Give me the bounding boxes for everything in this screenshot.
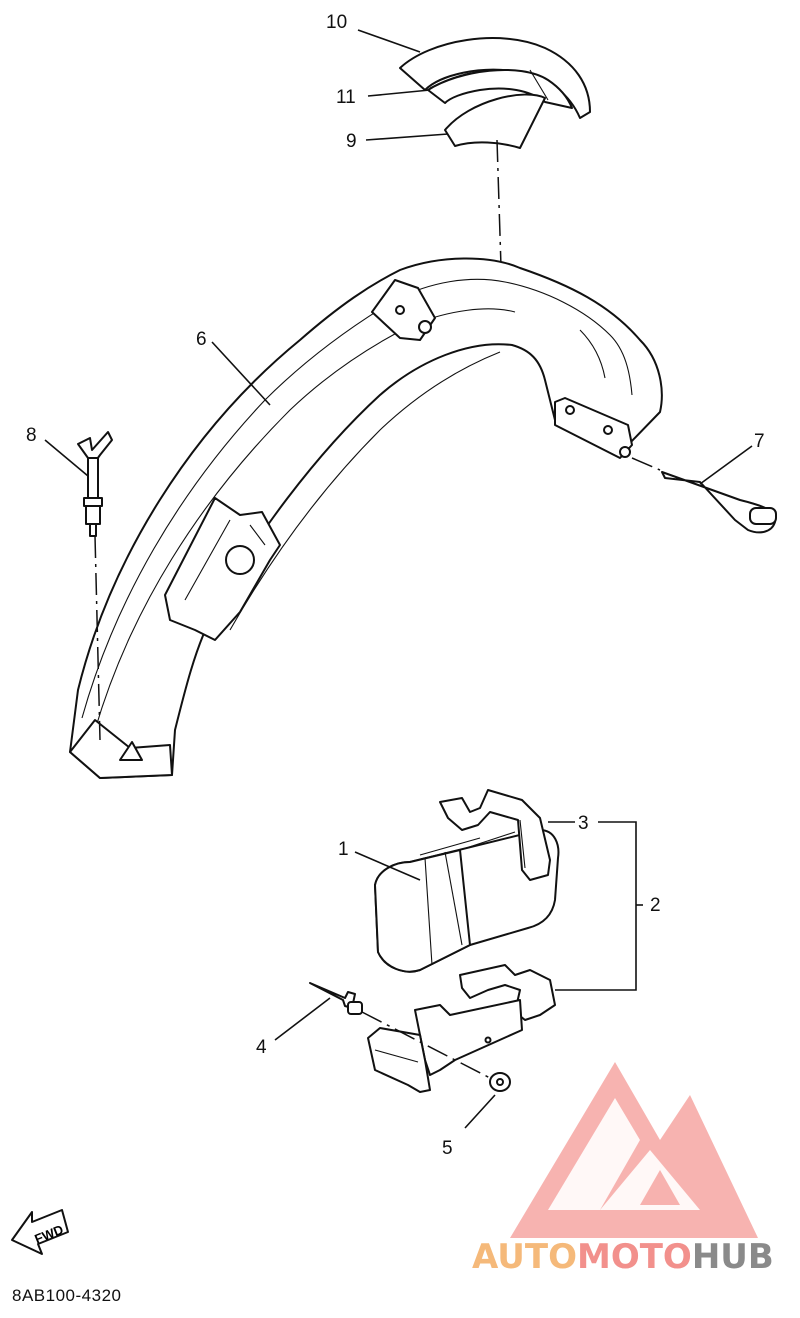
- part-7-rod: [661, 471, 777, 534]
- part-6-rear-fender: [69, 257, 663, 779]
- callout-10: 10: [326, 12, 347, 33]
- callout-1: 1: [338, 839, 349, 860]
- callout-8: 8: [26, 425, 37, 446]
- callout-9: 9: [346, 131, 357, 152]
- callout-2: 2: [650, 895, 661, 916]
- part-3-band: [439, 789, 551, 881]
- callout-11: 11: [336, 87, 356, 108]
- watermark-text: AUTOMOTOHUB: [472, 1237, 774, 1277]
- part-8-bolt: [77, 431, 113, 537]
- part-2-battery-box: [367, 964, 556, 1093]
- part-5-nut: [489, 1072, 511, 1092]
- part-4-screw: [309, 982, 363, 1015]
- callout-7: 7: [754, 431, 765, 452]
- part-11-pad: [427, 69, 573, 109]
- part-1-battery: [374, 829, 560, 973]
- part-9-pad: [444, 93, 546, 149]
- fwd-arrow-icon: FWD: [11, 1209, 69, 1255]
- callout-3: 3: [578, 813, 589, 834]
- callout-6: 6: [196, 329, 207, 350]
- callout-5: 5: [442, 1138, 453, 1159]
- diagram-code: 8AB100-4320: [12, 1286, 122, 1305]
- watermark-logo: AUTOMOTOHUB: [472, 1062, 774, 1277]
- callout-4: 4: [256, 1037, 267, 1058]
